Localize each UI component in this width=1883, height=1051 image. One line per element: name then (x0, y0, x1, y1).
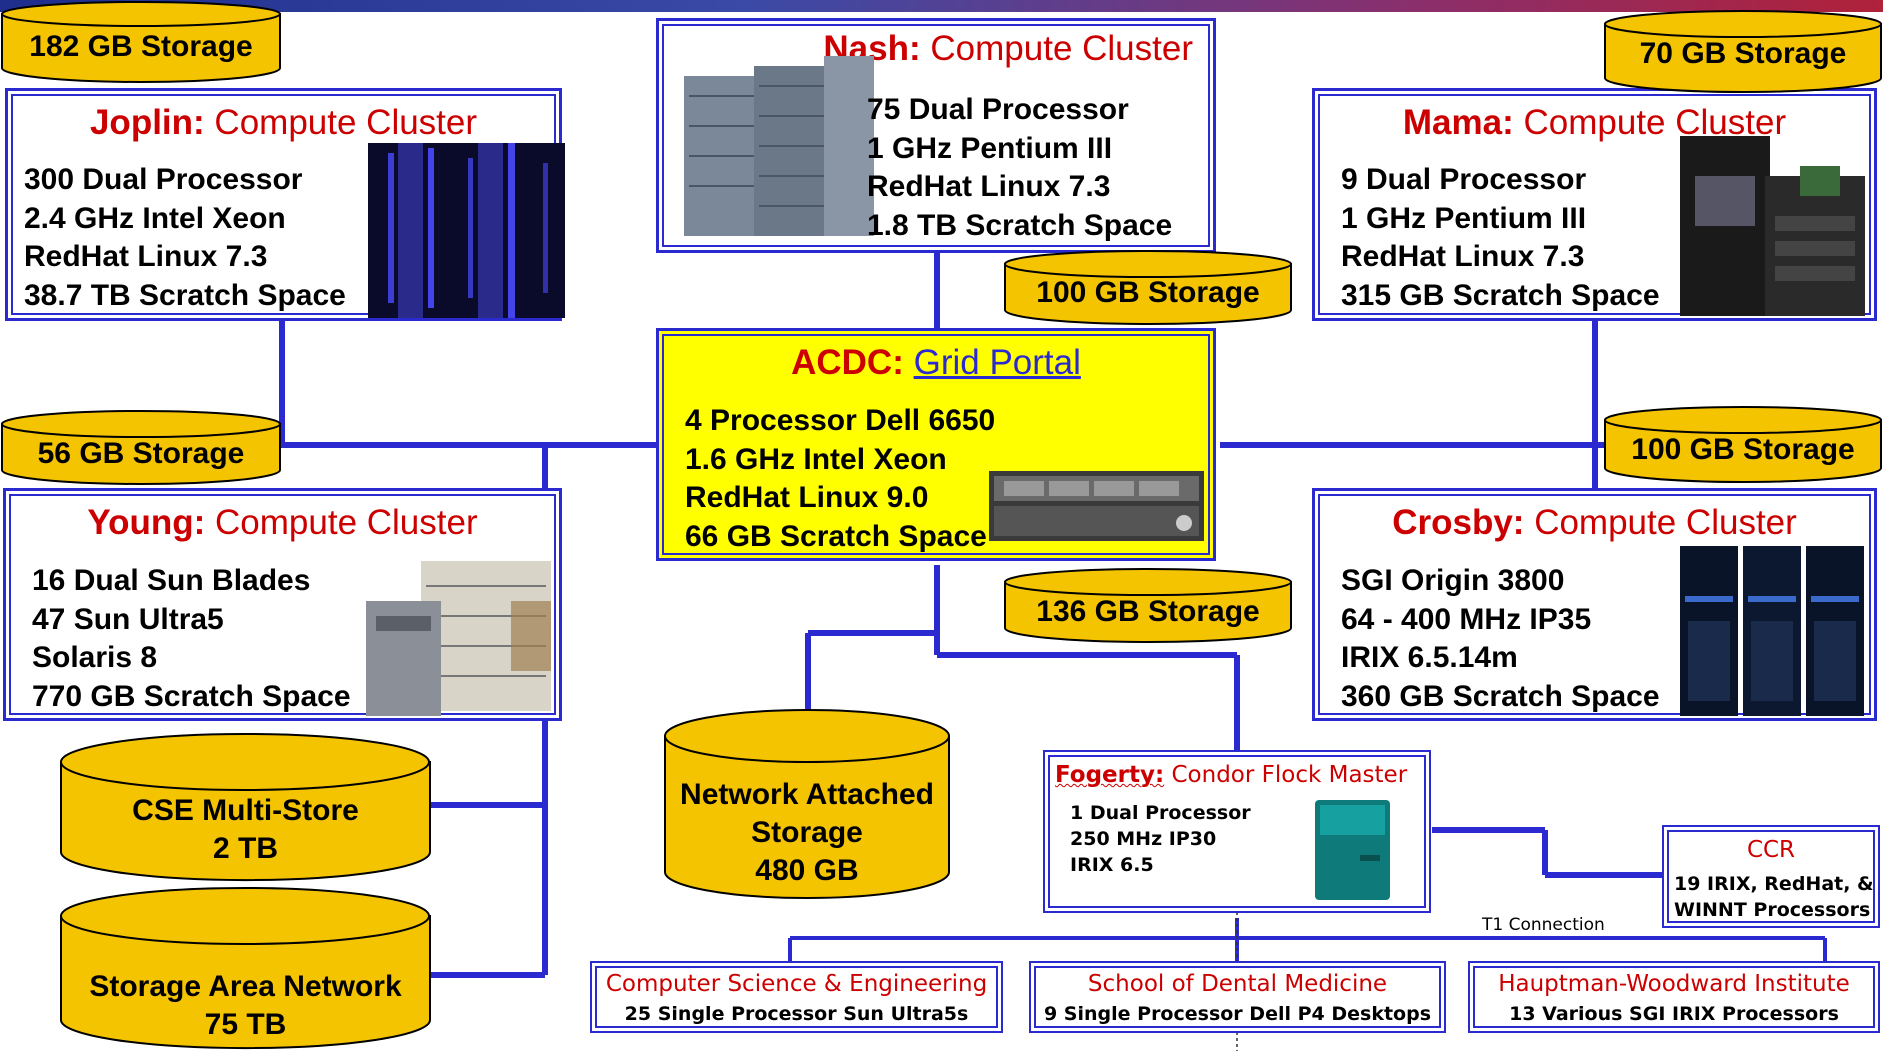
site-hwi-desc: 13 Various SGI IRIX Processors (1509, 1003, 1839, 1025)
site-hwi-title: Hauptman-Woodward Institute (1498, 971, 1850, 997)
young-sun-photo (366, 561, 551, 716)
storage-100gb-nash: 100 GB Storage (1003, 248, 1293, 328)
young-title: Young: Compute Cluster (87, 503, 478, 542)
joplin-cluster-box: Joplin: Compute Cluster 300 Dual Process… (5, 88, 565, 321)
nash-title: Nash: Compute Cluster (823, 29, 1193, 68)
joplin-cluster-photo (368, 143, 565, 318)
site-dental: School of Dental Medicine 9 Single Proce… (1029, 961, 1446, 1033)
ccr-box: CCR 19 IRIX, RedHat, &WINNT Processors (1662, 825, 1880, 928)
storage-100gb-crosby: 100 GB Storage (1603, 404, 1883, 486)
acdc-server-photo (989, 471, 1204, 541)
site-dental-title: School of Dental Medicine (1087, 971, 1388, 997)
fogerty-workstation-photo (1315, 800, 1390, 900)
fogerty-box: Fogerty: Condor Flock Master 1 Dual Proc… (1043, 750, 1431, 913)
acdc-title: ACDC: Grid Portal (791, 343, 1081, 382)
fogerty-title: Fogerty: Condor Flock Master (1055, 762, 1408, 788)
storage-56gb: 56 GB Storage (0, 408, 282, 488)
storage-182gb: 182 GB Storage (0, 0, 282, 85)
storage-136gb: 136 GB Storage (1003, 566, 1293, 646)
site-cse: Computer Science & Engineering 25 Single… (590, 961, 1003, 1033)
crosby-sgi-photo (1680, 546, 1864, 716)
nash-rack-photo (684, 56, 874, 236)
joplin-title: Joplin: Compute Cluster (89, 103, 478, 142)
site-dental-desc: 9 Single Processor Dell P4 Desktops (1043, 1003, 1432, 1025)
ccr-specs: 19 IRIX, RedHat, &WINNT Processors (1674, 873, 1874, 921)
grid-portal-link[interactable]: Grid Portal (913, 343, 1081, 382)
mama-title: Mama: Compute Cluster (1402, 103, 1787, 142)
ccr-title: CCR (1746, 837, 1796, 863)
site-cse-desc: 25 Single Processor Sun Ultra5s (624, 1003, 969, 1025)
crosby-title: Crosby: Compute Cluster (1392, 503, 1797, 542)
storage-70gb: 70 GB Storage (1603, 8, 1883, 93)
site-cse-title: Computer Science & Engineering (605, 971, 988, 997)
site-hwi: Hauptman-Woodward Institute 13 Various S… (1468, 961, 1880, 1033)
t1-connection-label: T1 Connection (1482, 915, 1605, 935)
young-cluster-box: Young: Compute Cluster 16 Dual Sun Blade… (3, 488, 562, 721)
mama-server-photo (1680, 136, 1865, 316)
title-band (0, 0, 1883, 12)
